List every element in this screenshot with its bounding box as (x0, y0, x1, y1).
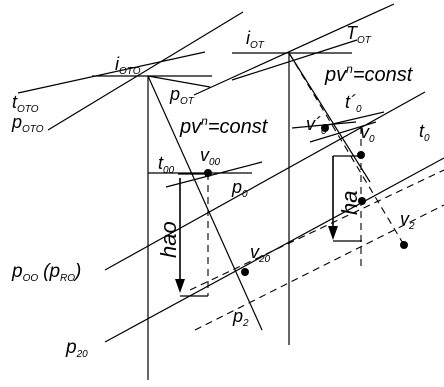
label-v-2: v2 (400, 209, 415, 232)
label-p-2: p2 (232, 306, 249, 329)
line-v-0-short (323, 111, 385, 127)
hao-arrow-head (175, 279, 185, 293)
label-i-oto: iOTO (115, 54, 141, 77)
label-p-20: p20 (65, 337, 88, 360)
line-p-0 (165, 161, 263, 188)
label-t-0: t0 (419, 121, 430, 144)
dashed-isobar-upper (189, 169, 444, 291)
label-hao: hao (156, 221, 181, 258)
label-v-0: v0 (360, 122, 375, 145)
label-pvn-const-right: pvn=const (324, 62, 414, 86)
label-i-ot: iOT (246, 28, 265, 51)
label-p-00: pOO(pRO) (11, 261, 81, 284)
isobar-p-20 (104, 157, 444, 343)
isobar-p-oo (104, 91, 426, 271)
label-T-ot: TOT (346, 23, 372, 46)
label-t-00: t00 (158, 153, 175, 176)
line-p-oto-short (147, 75, 211, 88)
label-p-oto: pOTO (11, 112, 44, 135)
point-v-2 (400, 241, 408, 249)
line-T-ot (231, 39, 358, 81)
line-v-prime-0 (309, 121, 377, 143)
label-ha: ha (337, 191, 362, 215)
expansion-line-left (147, 75, 263, 331)
label-p-ot: pOT (169, 84, 195, 107)
point-v-20 (241, 268, 249, 276)
point-v-prime-0 (321, 124, 329, 132)
label-v-20: v20 (250, 242, 271, 265)
point-v-0 (357, 151, 365, 159)
label-v-00: v00 (200, 145, 221, 168)
label-p-0: p0 (231, 177, 248, 200)
ha-arrow-head (328, 226, 338, 240)
label-t-prime-0: t´0 (345, 92, 362, 115)
isobar-p-oto (47, 11, 244, 131)
dashed-expansion-right (288, 52, 405, 246)
isobar-p-ot (193, 3, 395, 96)
point-v-00 (204, 169, 212, 177)
label-t-oto: tOTO (12, 92, 39, 115)
point-v-right-mid (358, 197, 366, 205)
dashed-isobar-lower (194, 204, 444, 331)
label-v-prime-0: v´0 (306, 114, 327, 137)
line-t-oto (17, 51, 206, 94)
label-pvn-const-left: pvn=const (179, 114, 269, 138)
